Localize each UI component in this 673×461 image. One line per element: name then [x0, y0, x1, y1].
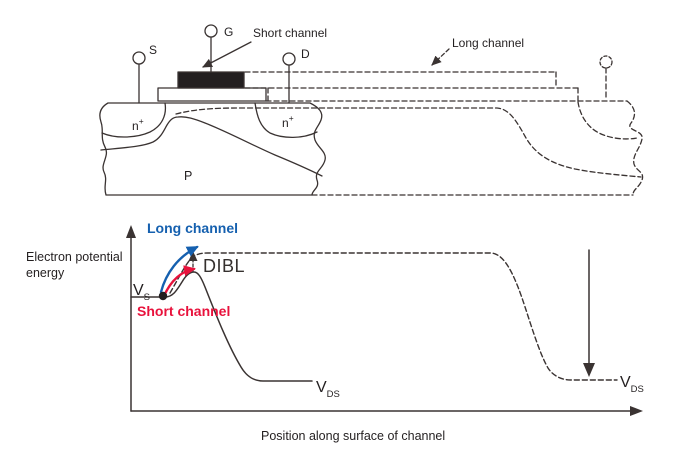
short-channel-curve — [130, 271, 313, 382]
long-channel-callout: Long channel — [452, 36, 525, 50]
red-barrier-arrow — [162, 265, 196, 298]
long-drain-n-plus-junction — [577, 101, 638, 140]
n-plus-label-source: n+ — [132, 116, 144, 133]
vds-label-long: VDS — [620, 374, 644, 396]
drain-n-plus-junction — [254, 102, 318, 139]
mosfet-cross-section — [99, 24, 644, 196]
vds-label-short: VDS — [316, 379, 340, 401]
depletion-boundary — [100, 116, 323, 177]
gate-label: G — [224, 25, 234, 39]
short-channel-arrow — [202, 41, 252, 68]
long-drain-terminal — [599, 55, 613, 69]
vs-point — [158, 291, 168, 301]
long-channel-outline — [175, 67, 644, 196]
long-channel-drop-arrow — [583, 249, 595, 377]
drain-label: D — [301, 47, 310, 61]
gate-electrode — [177, 71, 245, 89]
y-axis — [126, 225, 136, 412]
p-substrate-label: P — [184, 169, 193, 183]
long-depletion-boundary — [175, 107, 642, 178]
dibl-label: DIBL — [203, 256, 246, 276]
x-axis — [130, 406, 643, 416]
long-channel-curve-label: Long channel — [147, 220, 238, 236]
substrate-outline — [99, 102, 326, 196]
y-axis-label: Electron potential energy — [26, 250, 123, 280]
long-channel-curve — [169, 252, 618, 381]
short-channel-curve-label: Short channel — [137, 303, 231, 319]
gate-oxide — [157, 87, 267, 102]
x-axis-label: Position along surface of channel — [261, 429, 446, 443]
vs-label: VS — [133, 282, 151, 304]
source-label: S — [149, 43, 158, 57]
long-substrate-right-edge — [626, 100, 644, 196]
long-channel-arrow — [431, 48, 450, 66]
short-channel-callout: Short channel — [253, 26, 328, 40]
n-plus-label-drain: n+ — [282, 113, 294, 130]
potential-energy-plot — [126, 225, 643, 416]
blue-barrier-arrow — [159, 245, 199, 294]
drain-terminal — [282, 52, 296, 104]
source-n-plus-junction — [101, 102, 167, 138]
source-terminal — [132, 51, 146, 104]
